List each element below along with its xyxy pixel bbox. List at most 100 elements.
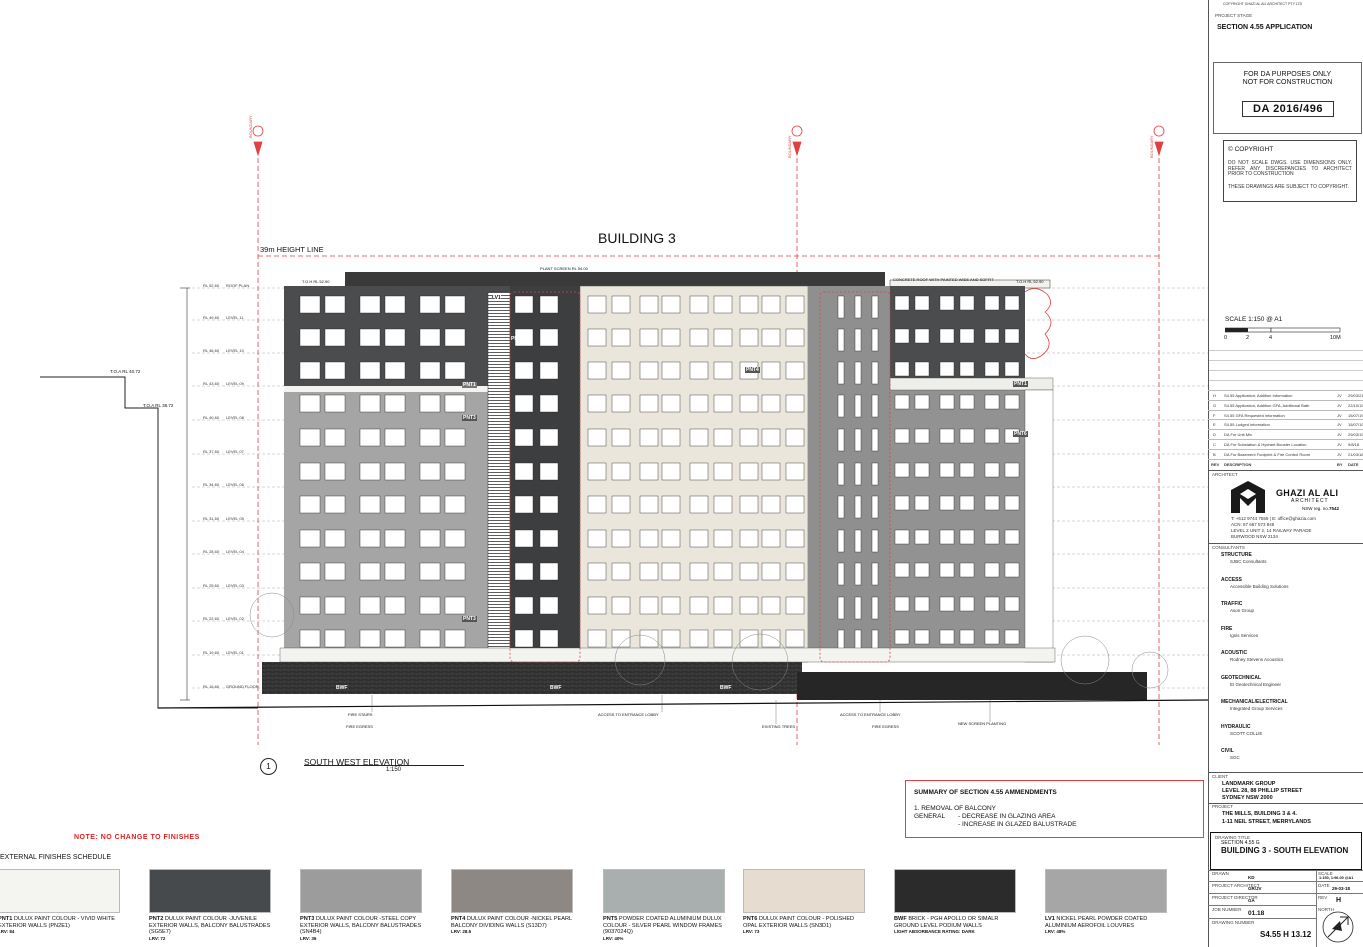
rev-date: 21/03/18: [1348, 451, 1363, 457]
window: [871, 394, 879, 418]
window: [854, 428, 862, 452]
window: [739, 428, 759, 447]
window: [419, 428, 441, 447]
window: [959, 394, 975, 410]
window: [359, 495, 381, 514]
window: [914, 629, 930, 645]
finish-lrv: LRV: 48%: [1045, 929, 1066, 935]
window: [959, 428, 975, 444]
consultant-role: TRAFFIC: [1221, 601, 1243, 607]
finish-lrv: LIGHT ABSORBANCE RATING: DARK: [894, 929, 975, 935]
elevation-scale: 1:150: [386, 767, 402, 773]
window: [444, 596, 466, 615]
window: [324, 361, 346, 380]
window: [871, 529, 879, 553]
window: [539, 495, 559, 514]
window: [1004, 394, 1020, 410]
rev-header-date: DATE: [1348, 462, 1359, 467]
window: [539, 394, 559, 413]
window: [639, 562, 659, 581]
window: [854, 462, 862, 486]
rev-code: C: [1213, 442, 1216, 447]
drawn-value: KD: [1248, 875, 1255, 880]
da-box: FOR DA PURPOSES ONLY NOT FOR CONSTRUCTIO…: [1213, 62, 1362, 134]
window: [713, 629, 733, 648]
rev-by: JV: [1337, 393, 1342, 398]
window: [587, 495, 607, 514]
finish-item: PNT4 DULUX PAINT COLOUR -NICKEL PEARL BA…: [451, 869, 573, 947]
info-grid: DRAWN KD SCALE 1:150, 1:96.00 @A1 PROJEC…: [1208, 870, 1363, 947]
architect-reg-label: NSW reg. no.: [1302, 506, 1330, 511]
window: [894, 428, 910, 444]
elevation-drawing: [40, 125, 1208, 745]
summary-item: 1. REMOVAL OF BALCONY: [914, 805, 996, 812]
window: [639, 629, 659, 648]
window: [837, 495, 845, 519]
architect-address-2: BURWOOD NSW 2134: [1231, 534, 1278, 539]
window: [324, 328, 346, 347]
rev-by: JV: [1337, 451, 1342, 457]
window: [539, 295, 559, 314]
window: [1004, 495, 1020, 511]
level-rl-label: RL 22.60: [203, 616, 220, 621]
consultant-name: SJBC Consultants: [1230, 559, 1267, 564]
window: [785, 529, 805, 548]
window: [761, 394, 781, 413]
window: [444, 295, 466, 314]
window: [587, 328, 607, 347]
drawing-title-box: DRAWING TITLE SECTION 4.55 G BUILDING 3 …: [1210, 832, 1362, 870]
client-2: LEVEL 28, 88 PHILLIP STREET: [1222, 788, 1303, 794]
not-construction: NOT FOR CONSTRUCTION: [1242, 79, 1333, 86]
client-3: SYDNEY NSW 2000: [1222, 795, 1273, 801]
window: [854, 529, 862, 553]
project-stage: SECTION 4.55 APPLICATION: [1217, 24, 1313, 31]
window: [419, 596, 441, 615]
level-name-label: GROUND FLOOR: [226, 684, 259, 689]
revision-clouds: [509, 288, 1052, 663]
finish-lrv: LRV: 40%: [603, 935, 624, 941]
window: [661, 428, 681, 447]
window: [299, 495, 321, 514]
window: [514, 495, 534, 514]
elevation-title: SOUTH WEST ELEVATION: [304, 757, 410, 767]
window: [299, 462, 321, 481]
window: [639, 495, 659, 514]
window: [713, 529, 733, 548]
finish-description: DULUX PAINT COLOUR -JUVENILE EXTERIOR WA…: [149, 916, 271, 936]
window: [984, 462, 1000, 478]
finish-code: PNT5: [603, 916, 618, 922]
window: [871, 295, 879, 319]
window: [761, 328, 781, 347]
window: [785, 394, 805, 413]
window: [854, 394, 862, 418]
window: [914, 394, 930, 410]
window: [1004, 562, 1020, 578]
tag-pnt2: PNT2: [511, 336, 524, 342]
schedule-title: EXTERNAL FINISHES SCHEDULE: [0, 854, 111, 861]
wing-e-lower: [890, 378, 1025, 662]
consultant-name: SGC: [1230, 755, 1240, 760]
window: [539, 529, 559, 548]
window: [939, 596, 955, 612]
window: [984, 596, 1000, 612]
consultant-name: SCOTT COLLIE: [1230, 730, 1263, 736]
project-director: GA: [1248, 898, 1255, 903]
window: [514, 394, 534, 413]
revision-row: H S4.55 Application, Addition Informatio…: [1208, 390, 1363, 401]
rev-header-rev: REV: [1211, 462, 1220, 467]
level-name-label: LEVEL 09: [226, 381, 244, 386]
window: [611, 462, 631, 481]
window: [359, 394, 381, 413]
window: [739, 629, 759, 648]
note-fire-stairs: FIRE STAIRS: [348, 712, 373, 717]
date-label: DATE: [1318, 883, 1330, 888]
window: [785, 328, 805, 347]
level-name-label: LEVEL 02: [226, 616, 244, 621]
podium-brick-right: [797, 672, 1147, 700]
plant-screen: [345, 272, 885, 286]
finish-item: BWF BRICK - PGH APOLLO OR SIMALR GROUND …: [894, 869, 1016, 947]
rev-description: S4.55 Application, Addition GFA, Additio…: [1224, 402, 1310, 408]
note-fire-egress-1: FIRE EGRESS: [346, 724, 373, 729]
rev-by: JV: [1337, 402, 1342, 408]
window: [761, 629, 781, 648]
